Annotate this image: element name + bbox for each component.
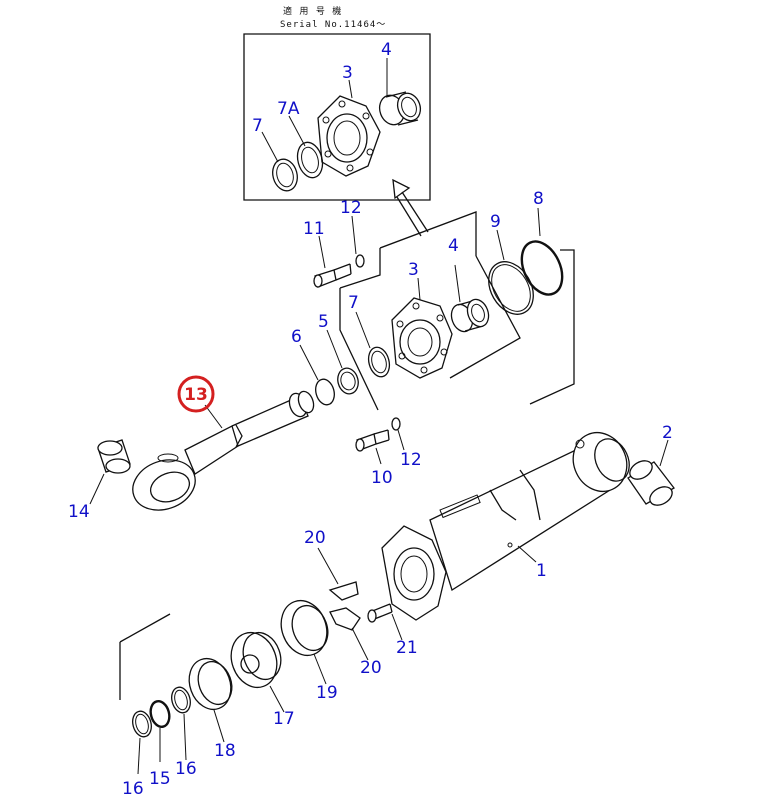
callout-7[interactable]: 7 xyxy=(348,293,359,313)
cylinder-tube-1 xyxy=(381,432,630,621)
callout-20-bottom[interactable]: 20 xyxy=(360,658,382,678)
callout-21[interactable]: 21 xyxy=(396,638,418,658)
seal-5 xyxy=(337,367,359,395)
callout-10[interactable]: 10 xyxy=(371,468,393,488)
middle-assembly-box xyxy=(339,211,575,411)
callout-18[interactable]: 18 xyxy=(214,741,236,761)
highlight-circle xyxy=(177,375,215,413)
callout-14[interactable]: 14 xyxy=(68,502,90,522)
callout-inset-7[interactable]: 7 xyxy=(252,116,263,136)
leader-lines xyxy=(89,207,669,775)
wear-ring-19 xyxy=(280,599,329,657)
washer-12-top xyxy=(355,254,365,268)
callout-4[interactable]: 4 xyxy=(448,236,459,256)
callout-11[interactable]: 11 xyxy=(303,219,325,239)
callout-15[interactable]: 15 xyxy=(149,769,171,789)
split-ring-20-upper xyxy=(328,581,359,601)
ring-9 xyxy=(488,261,534,315)
callout-9[interactable]: 9 xyxy=(490,212,501,232)
washer-12-bottom xyxy=(391,417,401,431)
seal-7 xyxy=(367,346,391,378)
inset-bushing-4 xyxy=(378,91,422,126)
callout-3[interactable]: 3 xyxy=(408,260,419,280)
bolt-11 xyxy=(313,263,352,288)
callout-inset-7a[interactable]: 7A xyxy=(277,99,300,119)
callout-inset-4[interactable]: 4 xyxy=(381,40,392,60)
inset-seal-7 xyxy=(272,158,298,192)
ring-16-left xyxy=(132,710,152,738)
callout-20-top[interactable]: 20 xyxy=(304,528,326,548)
o-ring-8 xyxy=(520,240,564,296)
cap-3 xyxy=(391,297,453,379)
serial-range-text: Serial No.11464～ xyxy=(280,20,386,30)
callout-13[interactable]: 13 xyxy=(184,385,208,405)
inset-box xyxy=(243,33,431,201)
bushing-14 xyxy=(97,439,131,474)
callout-12-bottom[interactable]: 12 xyxy=(400,450,422,470)
bushing-2 xyxy=(627,460,675,506)
callout-16-left[interactable]: 16 xyxy=(122,779,144,794)
piston-17 xyxy=(230,631,282,689)
bolt-21 xyxy=(367,603,393,623)
split-ring-20-lower xyxy=(329,607,361,631)
arrow-up-icon xyxy=(392,178,429,237)
callout-16-right[interactable]: 16 xyxy=(175,759,197,779)
piston-rod-13 xyxy=(132,390,315,511)
o-ring-15 xyxy=(149,700,171,728)
seal-6 xyxy=(315,378,335,406)
callout-19[interactable]: 19 xyxy=(316,683,338,703)
callout-12-top[interactable]: 12 xyxy=(340,198,362,218)
bolt-10 xyxy=(355,429,390,452)
inset-seal-7a xyxy=(296,141,324,179)
applicable-models-text: 適 用 号 機 xyxy=(283,5,342,17)
callout-8[interactable]: 8 xyxy=(533,189,544,209)
callout-5[interactable]: 5 xyxy=(318,312,329,332)
bushing-4 xyxy=(450,298,490,333)
ring-18 xyxy=(188,657,233,711)
lower-assembly-box xyxy=(119,613,171,700)
callout-6[interactable]: 6 xyxy=(291,327,302,347)
inset-cap-3 xyxy=(317,95,381,177)
callout-inset-3[interactable]: 3 xyxy=(342,63,353,83)
ring-16-right xyxy=(171,686,191,714)
callout-17[interactable]: 17 xyxy=(273,709,295,729)
callout-1[interactable]: 1 xyxy=(536,561,547,581)
callout-2[interactable]: 2 xyxy=(662,423,673,443)
